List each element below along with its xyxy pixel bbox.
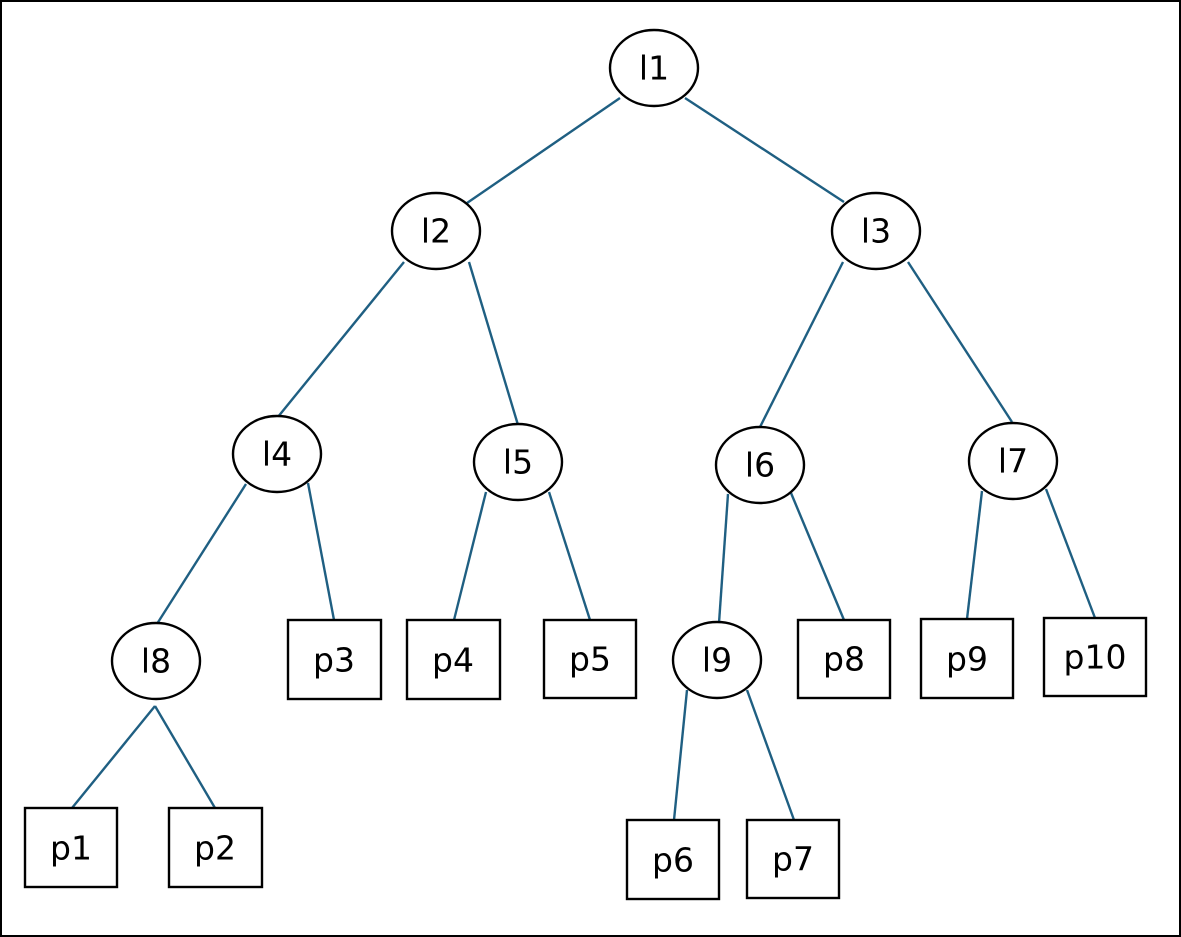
edge-l7-p9 (965, 490, 984, 620)
node-p1-box (23, 806, 119, 889)
node-l7-label: l7 (998, 442, 1028, 481)
node-l3: l3 (830, 191, 922, 271)
node-p10-box (1042, 616, 1148, 698)
node-p6: p6 (625, 818, 721, 901)
edge-l3-l6 (758, 261, 845, 428)
node-p6-label: p6 (652, 841, 694, 880)
node-p1: p1 (23, 806, 119, 889)
node-l5-circle (472, 422, 564, 502)
node-p9-label: p9 (946, 640, 988, 679)
node-p5: p5 (542, 618, 638, 700)
node-l2-label: l2 (421, 212, 451, 251)
node-l9-label: l9 (702, 641, 732, 680)
node-p8-box (796, 618, 892, 700)
node-l3-label: l3 (861, 212, 891, 251)
edge-l8-p1 (71, 705, 156, 809)
node-p9-box (919, 617, 1015, 700)
node-p7: p7 (745, 818, 841, 900)
node-l8-label: l8 (141, 642, 171, 681)
node-p6-box (625, 818, 721, 901)
edge-l2-l4 (272, 261, 405, 424)
node-l9: l9 (671, 620, 763, 700)
node-p8-label: p8 (823, 640, 865, 679)
edge-l3-l7 (906, 261, 1014, 423)
edge-l5-p4 (452, 491, 488, 621)
node-l4-circle (231, 414, 323, 494)
node-l3-circle (830, 191, 922, 271)
edge-l6-l9 (717, 493, 730, 624)
node-p4: p4 (405, 618, 502, 701)
node-l9-circle (671, 620, 763, 700)
node-p10: p10 (1042, 616, 1148, 698)
node-p4-box (405, 618, 502, 701)
internal-nodes: l1 l2 l3 l4 l5 l6 l7 l8 (110, 28, 1059, 701)
node-l4: l4 (231, 414, 323, 494)
node-l1-circle (608, 28, 700, 108)
node-l8: l8 (110, 621, 202, 701)
node-l6: l6 (714, 425, 806, 505)
node-p4-label: p4 (432, 641, 474, 680)
edge-l9-p7 (745, 689, 796, 821)
edge-l1-l3 (684, 96, 845, 204)
edge-l9-p6 (672, 689, 689, 821)
node-p3-box (286, 618, 383, 701)
leaf-nodes: p1 p2 p3 p4 p5 p6 p7 p8 (23, 616, 1148, 901)
edge-l4-p3 (306, 482, 336, 621)
node-l1: l1 (608, 28, 700, 108)
node-p5-box (542, 618, 638, 700)
node-p7-label: p7 (772, 840, 814, 879)
node-p9: p9 (919, 617, 1015, 700)
node-l5-label: l5 (503, 443, 533, 482)
node-l5: l5 (472, 422, 564, 502)
node-l6-label: l6 (745, 446, 775, 485)
edge-l4-l8 (153, 483, 248, 628)
node-l4-label: l4 (262, 435, 292, 474)
node-p2-box (167, 806, 264, 889)
node-p7-box (745, 818, 841, 900)
node-p2: p2 (167, 806, 264, 889)
node-p5-label: p5 (569, 640, 611, 679)
node-l2-circle (390, 191, 482, 271)
node-p10-label: p10 (1064, 638, 1127, 677)
node-l2: l2 (390, 191, 482, 271)
node-l1-label: l1 (639, 49, 669, 88)
edges (71, 96, 1097, 821)
node-p8: p8 (796, 618, 892, 700)
edge-l8-p2 (153, 705, 217, 809)
edge-l5-p5 (547, 491, 592, 621)
node-l7: l7 (967, 421, 1059, 501)
node-l6-circle (714, 425, 806, 505)
edge-l6-p8 (789, 492, 846, 621)
node-p1-label: p1 (50, 829, 92, 868)
node-p3: p3 (286, 618, 383, 701)
node-p2-label: p2 (194, 829, 236, 868)
edge-l1-l2 (466, 97, 621, 204)
node-l7-circle (967, 421, 1059, 501)
edge-l7-p10 (1044, 488, 1097, 619)
edge-l2-l5 (467, 261, 520, 426)
node-l8-circle (110, 621, 202, 701)
node-p3-label: p3 (313, 641, 355, 680)
